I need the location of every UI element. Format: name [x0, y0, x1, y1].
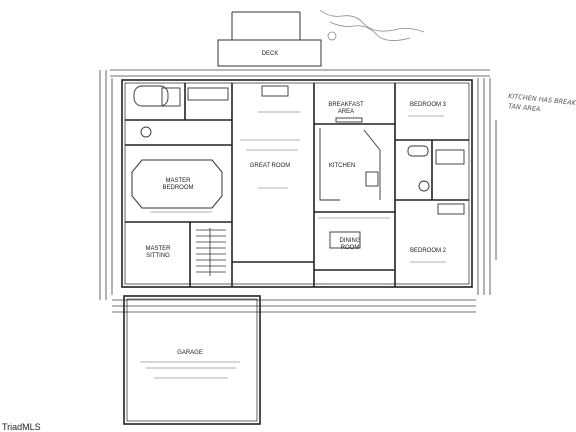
handwritten-note-line2: TAN AREA [508, 102, 541, 113]
master-bed [131, 159, 223, 209]
handwritten-scribble [319, 9, 425, 41]
watermark: TriadMLS [2, 422, 41, 432]
bath-fixtures [133, 85, 465, 215]
dining-table [329, 231, 361, 249]
bedroom3-label: BEDROOM 3 [410, 102, 447, 108]
kitchen-counters [319, 117, 381, 201]
great-room-label: GREAT ROOM [250, 163, 290, 169]
dimension-lines [99, 69, 497, 313]
kitchen-label: KITCHEN [329, 163, 355, 169]
bedroom2-label: BEDROOM 2 [410, 248, 447, 254]
garage-label: GARAGE [177, 350, 203, 356]
stairs [196, 228, 226, 276]
deck-outline [217, 11, 322, 67]
garage-walls [123, 295, 261, 425]
deck-label: DECK [262, 51, 279, 57]
dimension-callouts [140, 111, 446, 379]
house-walls [121, 79, 473, 288]
